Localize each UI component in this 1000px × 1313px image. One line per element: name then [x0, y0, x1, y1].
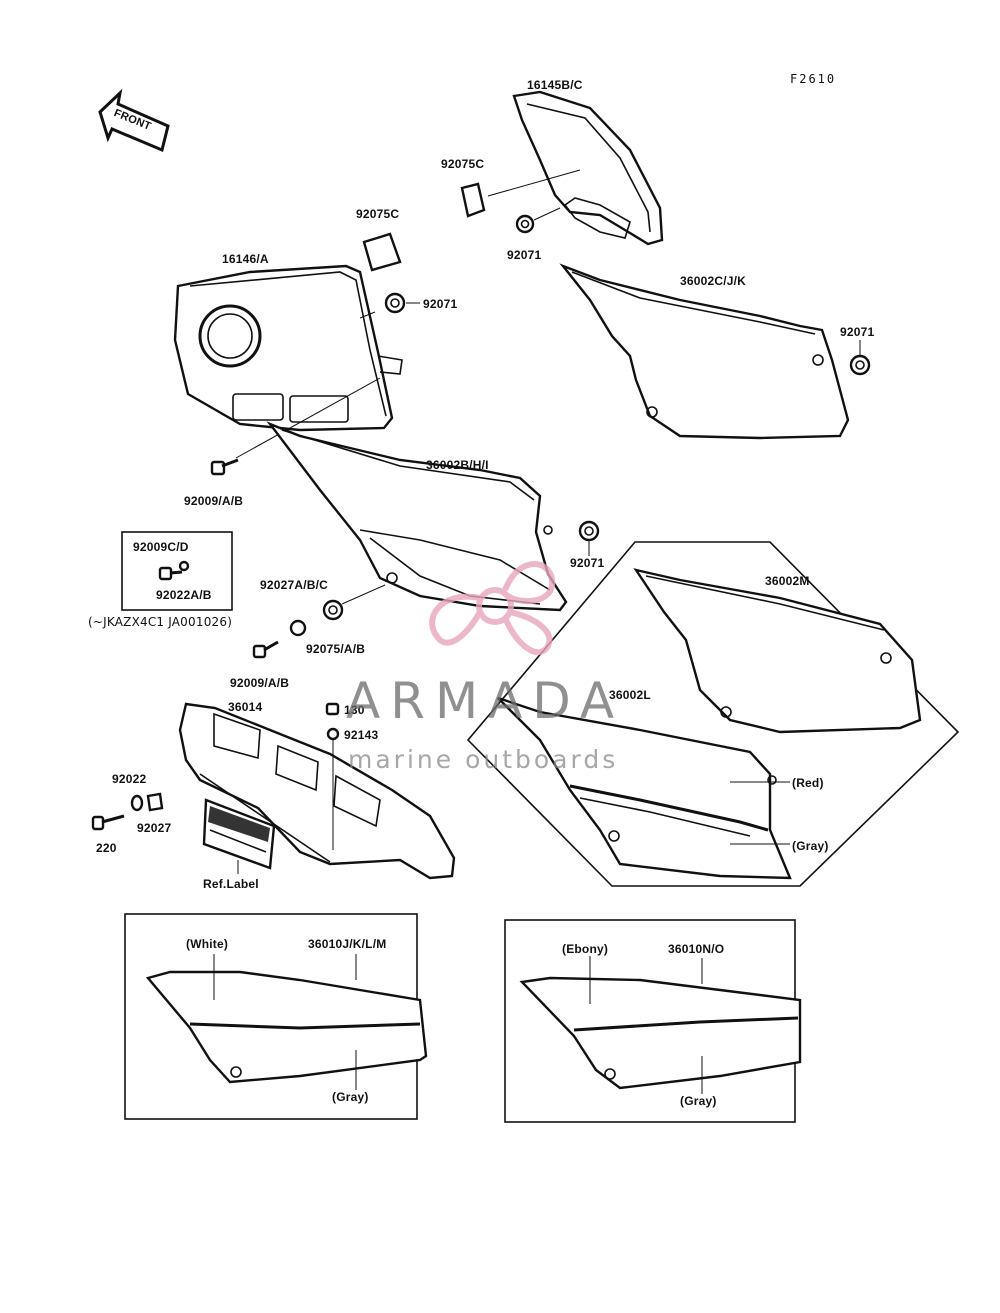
label-92009-low: 92009/A/B [230, 676, 290, 690]
label-92022ab: 92022A/B [156, 588, 212, 602]
label-gray-36002l: (Gray) [792, 839, 829, 853]
label-92071-right: 92071 [840, 325, 875, 339]
front-arrow-icon [98, 88, 170, 153]
part-36002b-cover [266, 421, 568, 612]
label-92027: 92027 [137, 821, 172, 835]
label-92143: 92143 [344, 728, 379, 742]
label-92071-top: 92071 [507, 248, 542, 262]
label-92071-low: 92071 [570, 556, 605, 570]
part-92071-mid [384, 292, 406, 314]
label-gray-36010no: (Gray) [680, 1094, 717, 1108]
label-36002b: 36002B/H/I [426, 458, 489, 472]
watermark-subtitle: marine outboards [348, 745, 619, 774]
part-16145-cover [512, 90, 664, 246]
armada-logo-icon [429, 561, 556, 656]
detail-box-36010jklm [124, 913, 428, 1120]
part-36002m-cover [633, 568, 922, 734]
label-36014: 36014 [228, 700, 263, 714]
watermark-name: ARMADA [346, 672, 625, 730]
leader-line [533, 207, 561, 221]
part-36002l-cover [497, 696, 792, 880]
label-16146: 16146/A [222, 252, 269, 266]
label-92075c-top: 92075C [441, 157, 485, 171]
part-92027 [146, 792, 164, 812]
part-92075c-top [460, 182, 486, 218]
part-92027abc [289, 619, 307, 637]
label-36002m: 36002M [765, 574, 810, 588]
part-92022 [130, 794, 144, 812]
detail-box-92009cd [121, 531, 233, 611]
part-130-bolt [325, 702, 340, 716]
label-36010no: 36010N/O [668, 942, 725, 956]
leader-line [359, 311, 376, 319]
label-ebony: (Ebony) [562, 942, 609, 956]
part-16146-cover [173, 264, 403, 432]
part-92009-bolt-top [210, 458, 239, 476]
detail-frame-hexagon [466, 541, 960, 887]
label-red: (Red) [792, 776, 824, 790]
detail-box-36010no [504, 919, 802, 1123]
label-92071-mid: 92071 [423, 297, 458, 311]
label-92009-top: 92009/A/B [184, 494, 244, 508]
label-92075ab: 92075/A/B [306, 642, 366, 656]
label-gray-36010jklm: (Gray) [332, 1090, 369, 1104]
label-white: (White) [186, 937, 229, 951]
part-92075c-mid [362, 232, 402, 272]
leader-line [341, 584, 386, 605]
label-92075c-mid: 92075C [356, 207, 400, 221]
part-36002c-cover [559, 263, 850, 440]
label-36010jklm: 36010J/K/L/M [308, 937, 387, 951]
leader-line [487, 169, 581, 197]
part-220-bolt [91, 814, 125, 831]
label-92027abc: 92027A/B/C [260, 578, 329, 592]
label-ref-label: Ref.Label [203, 877, 259, 891]
leader-line [235, 377, 381, 459]
ref-label-plate [202, 798, 276, 874]
part-36014-cover [178, 702, 456, 880]
label-36002c: 36002C/J/K [680, 274, 747, 288]
label-92009cd: 92009C/D [133, 540, 189, 554]
part-92143-collar [326, 727, 340, 741]
part-92071-low [578, 520, 600, 542]
part-92071-top [515, 214, 535, 234]
label-92022: 92022 [112, 772, 147, 786]
part-92075ab [322, 599, 344, 621]
label-130: 130 [344, 703, 365, 717]
label-36002l: 36002L [609, 688, 651, 702]
label-220: 220 [96, 841, 117, 855]
part-92071-right [849, 354, 871, 376]
label-16145: 16145B/C [527, 78, 583, 92]
figure-code: F2610 [790, 72, 837, 86]
vin-note: (~JKAZX4C1 JA001026) [88, 615, 233, 629]
part-92009-bolt-low [252, 640, 279, 659]
